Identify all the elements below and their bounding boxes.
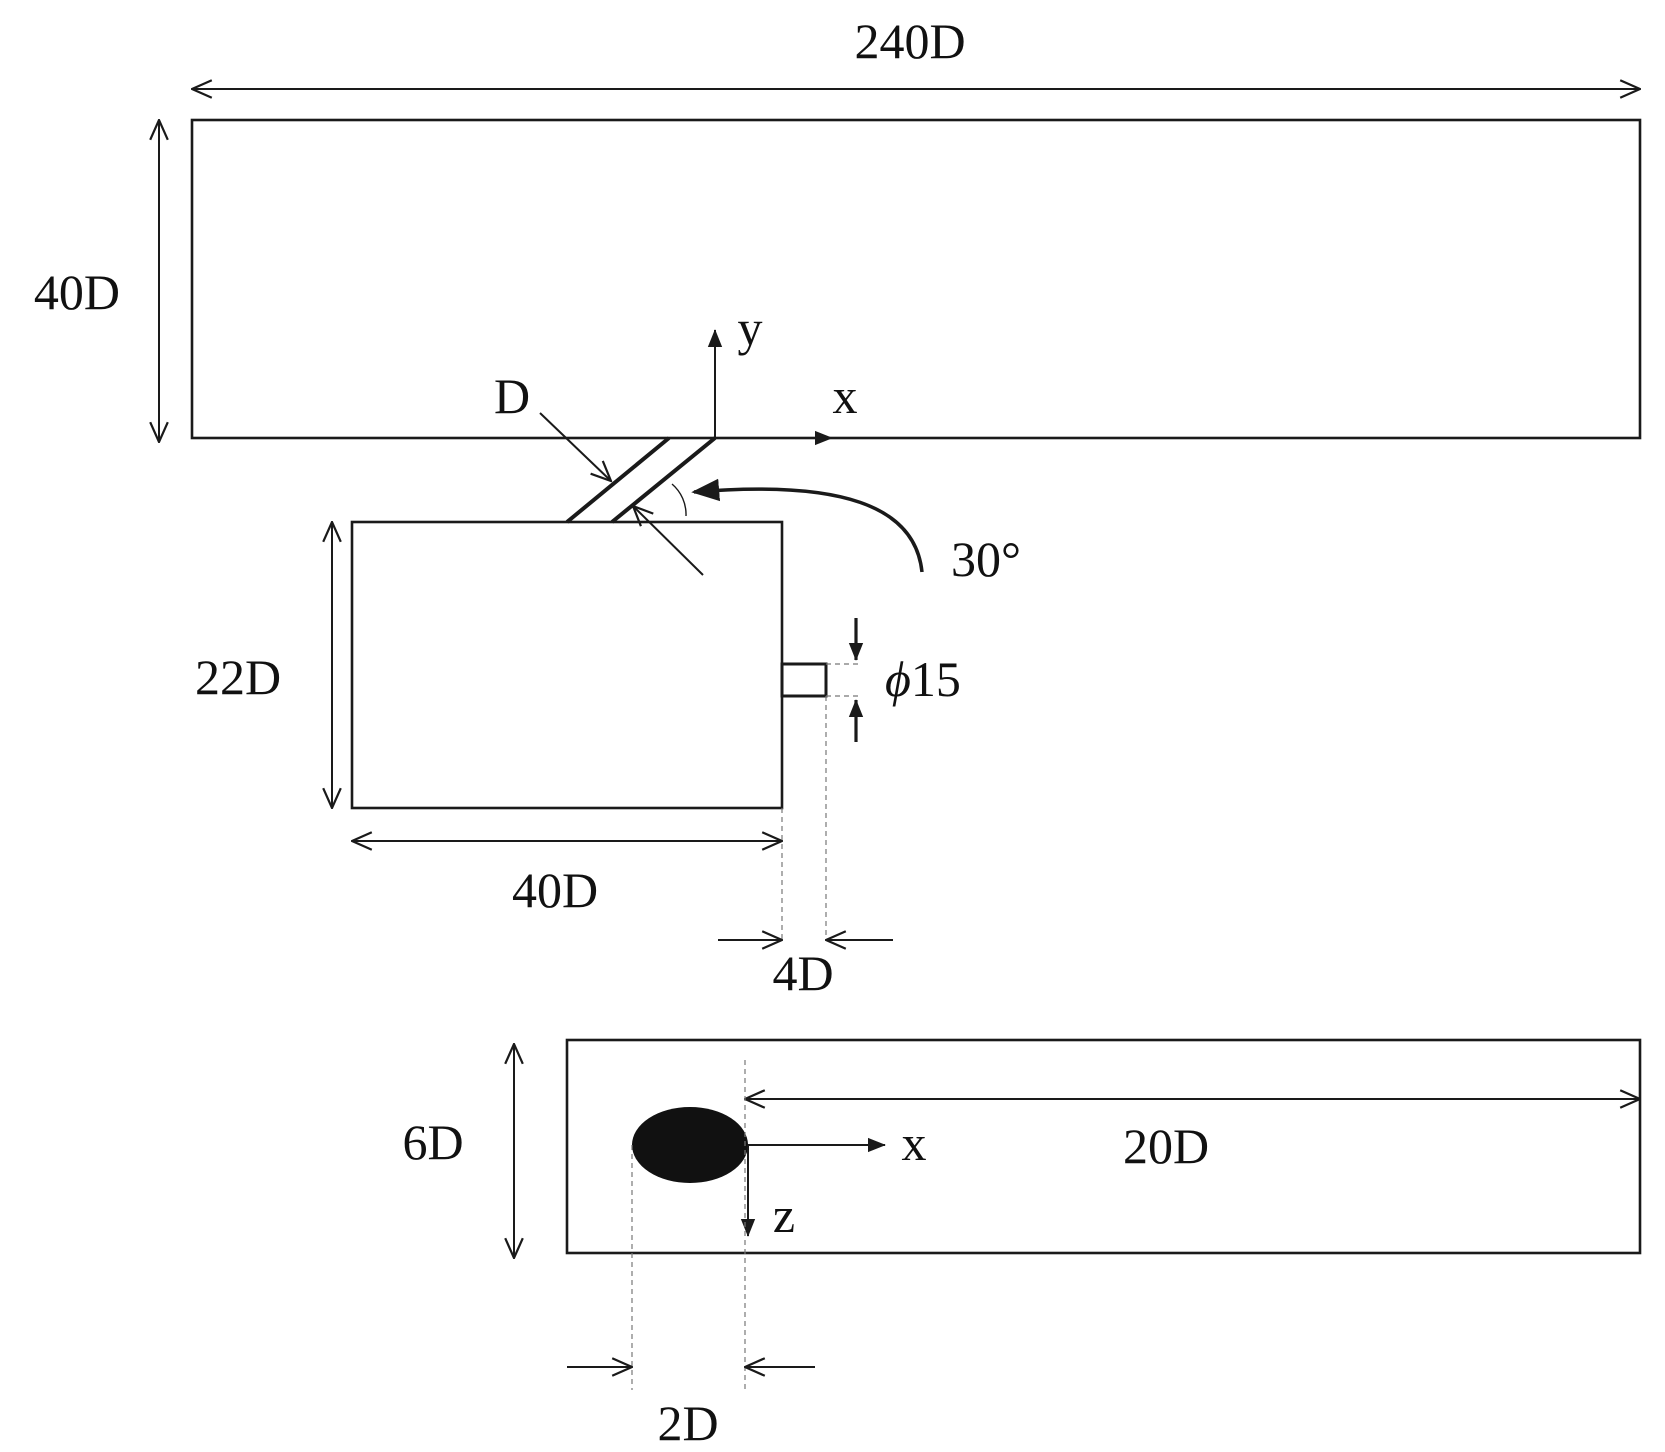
x-axis-label-bottom: x bbox=[902, 1115, 927, 1171]
bottom-length-label: 20D bbox=[1123, 1118, 1209, 1174]
plenum-height-label: 22D bbox=[195, 649, 281, 705]
main-height-label: 40D bbox=[34, 264, 120, 320]
plenum bbox=[350, 520, 784, 810]
hole-exit-ellipse bbox=[632, 1107, 748, 1183]
diameter-arrow-lower bbox=[633, 506, 704, 576]
z-axis-label: z bbox=[773, 1187, 795, 1243]
bottom-view-channel bbox=[565, 1038, 1642, 1255]
x-axis-label-top: x bbox=[833, 368, 858, 424]
hole-wall-upstream bbox=[565, 436, 671, 524]
diameter-arrow-upper bbox=[539, 412, 611, 481]
angle-label: 30° bbox=[951, 531, 1021, 587]
angle-arc-small bbox=[671, 483, 687, 517]
main-channel bbox=[190, 118, 1642, 440]
hole-diameter-label: ϕ15 bbox=[885, 651, 961, 707]
hole-length-label: 4D bbox=[772, 945, 833, 1001]
main-width-label: 240D bbox=[854, 13, 965, 69]
plenum-width-label: 40D bbox=[512, 862, 598, 918]
ellipse-width-label: 2D bbox=[657, 1395, 718, 1451]
diameter-label: D bbox=[494, 368, 530, 424]
y-axis-label: y bbox=[738, 300, 763, 356]
hole-wall-downstream bbox=[610, 436, 717, 524]
side-hole bbox=[780, 662, 828, 698]
angle-arrow bbox=[691, 478, 924, 573]
bottom-height-label: 6D bbox=[402, 1114, 463, 1170]
